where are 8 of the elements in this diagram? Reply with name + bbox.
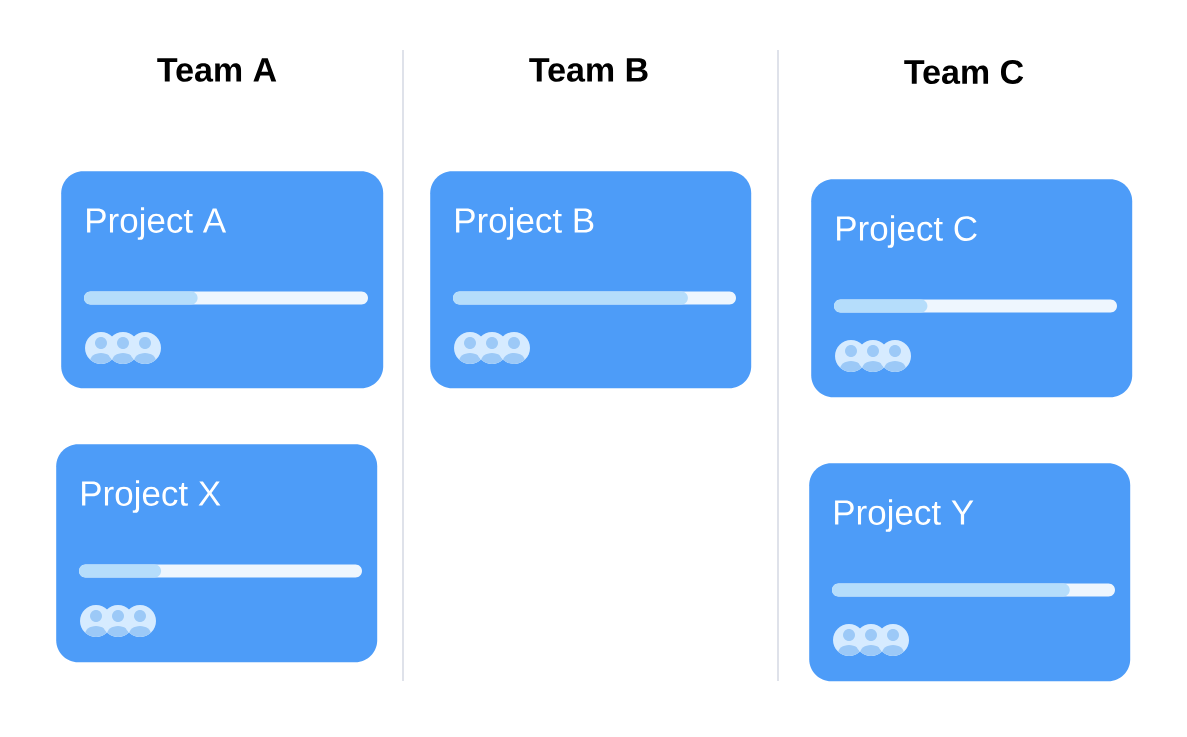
project-card: Project A (61, 171, 384, 389)
team-heading: Team C (904, 59, 1024, 85)
team-heading: Team B (529, 58, 648, 82)
project-card: Project Y (809, 463, 1131, 682)
project-card: Project X (56, 444, 378, 663)
project-card: Project B (430, 171, 752, 389)
team-heading: Team A (157, 58, 277, 82)
project-card: Project C (811, 179, 1133, 398)
